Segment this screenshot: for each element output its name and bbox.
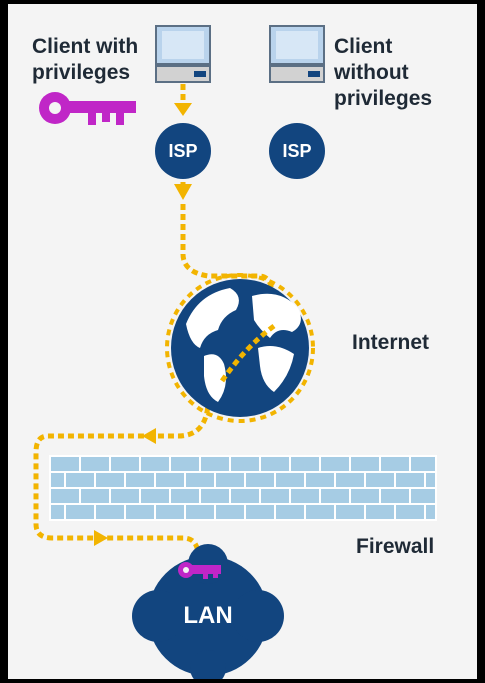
lan-cloud — [132, 544, 284, 679]
arrow-icon — [94, 103, 192, 546]
brick-wall — [49, 455, 437, 521]
globe-icon — [165, 273, 315, 423]
key-icon-small — [178, 562, 221, 579]
key-icon — [39, 92, 136, 125]
internet-label: Internet — [352, 331, 430, 354]
client-without-label-line2: without — [334, 61, 409, 84]
client-with-label-line2: privileges — [32, 61, 131, 84]
computer-icon-right — [269, 25, 325, 83]
diagram-panel: Client with privileges Client without pr… — [8, 4, 477, 679]
firewall-label: Firewall — [356, 535, 435, 558]
lan-label: LAN — [183, 602, 233, 629]
client-with-label-line1: Client with — [32, 35, 139, 58]
diagram-graphics — [33, 25, 437, 679]
isp-badge-left: ISP — [155, 123, 211, 179]
isp-badge-right: ISP — [269, 123, 325, 179]
client-without-label-line3: privileges — [334, 87, 433, 110]
computer-icon-left — [155, 25, 211, 83]
client-without-label-line1: Client — [334, 35, 393, 58]
